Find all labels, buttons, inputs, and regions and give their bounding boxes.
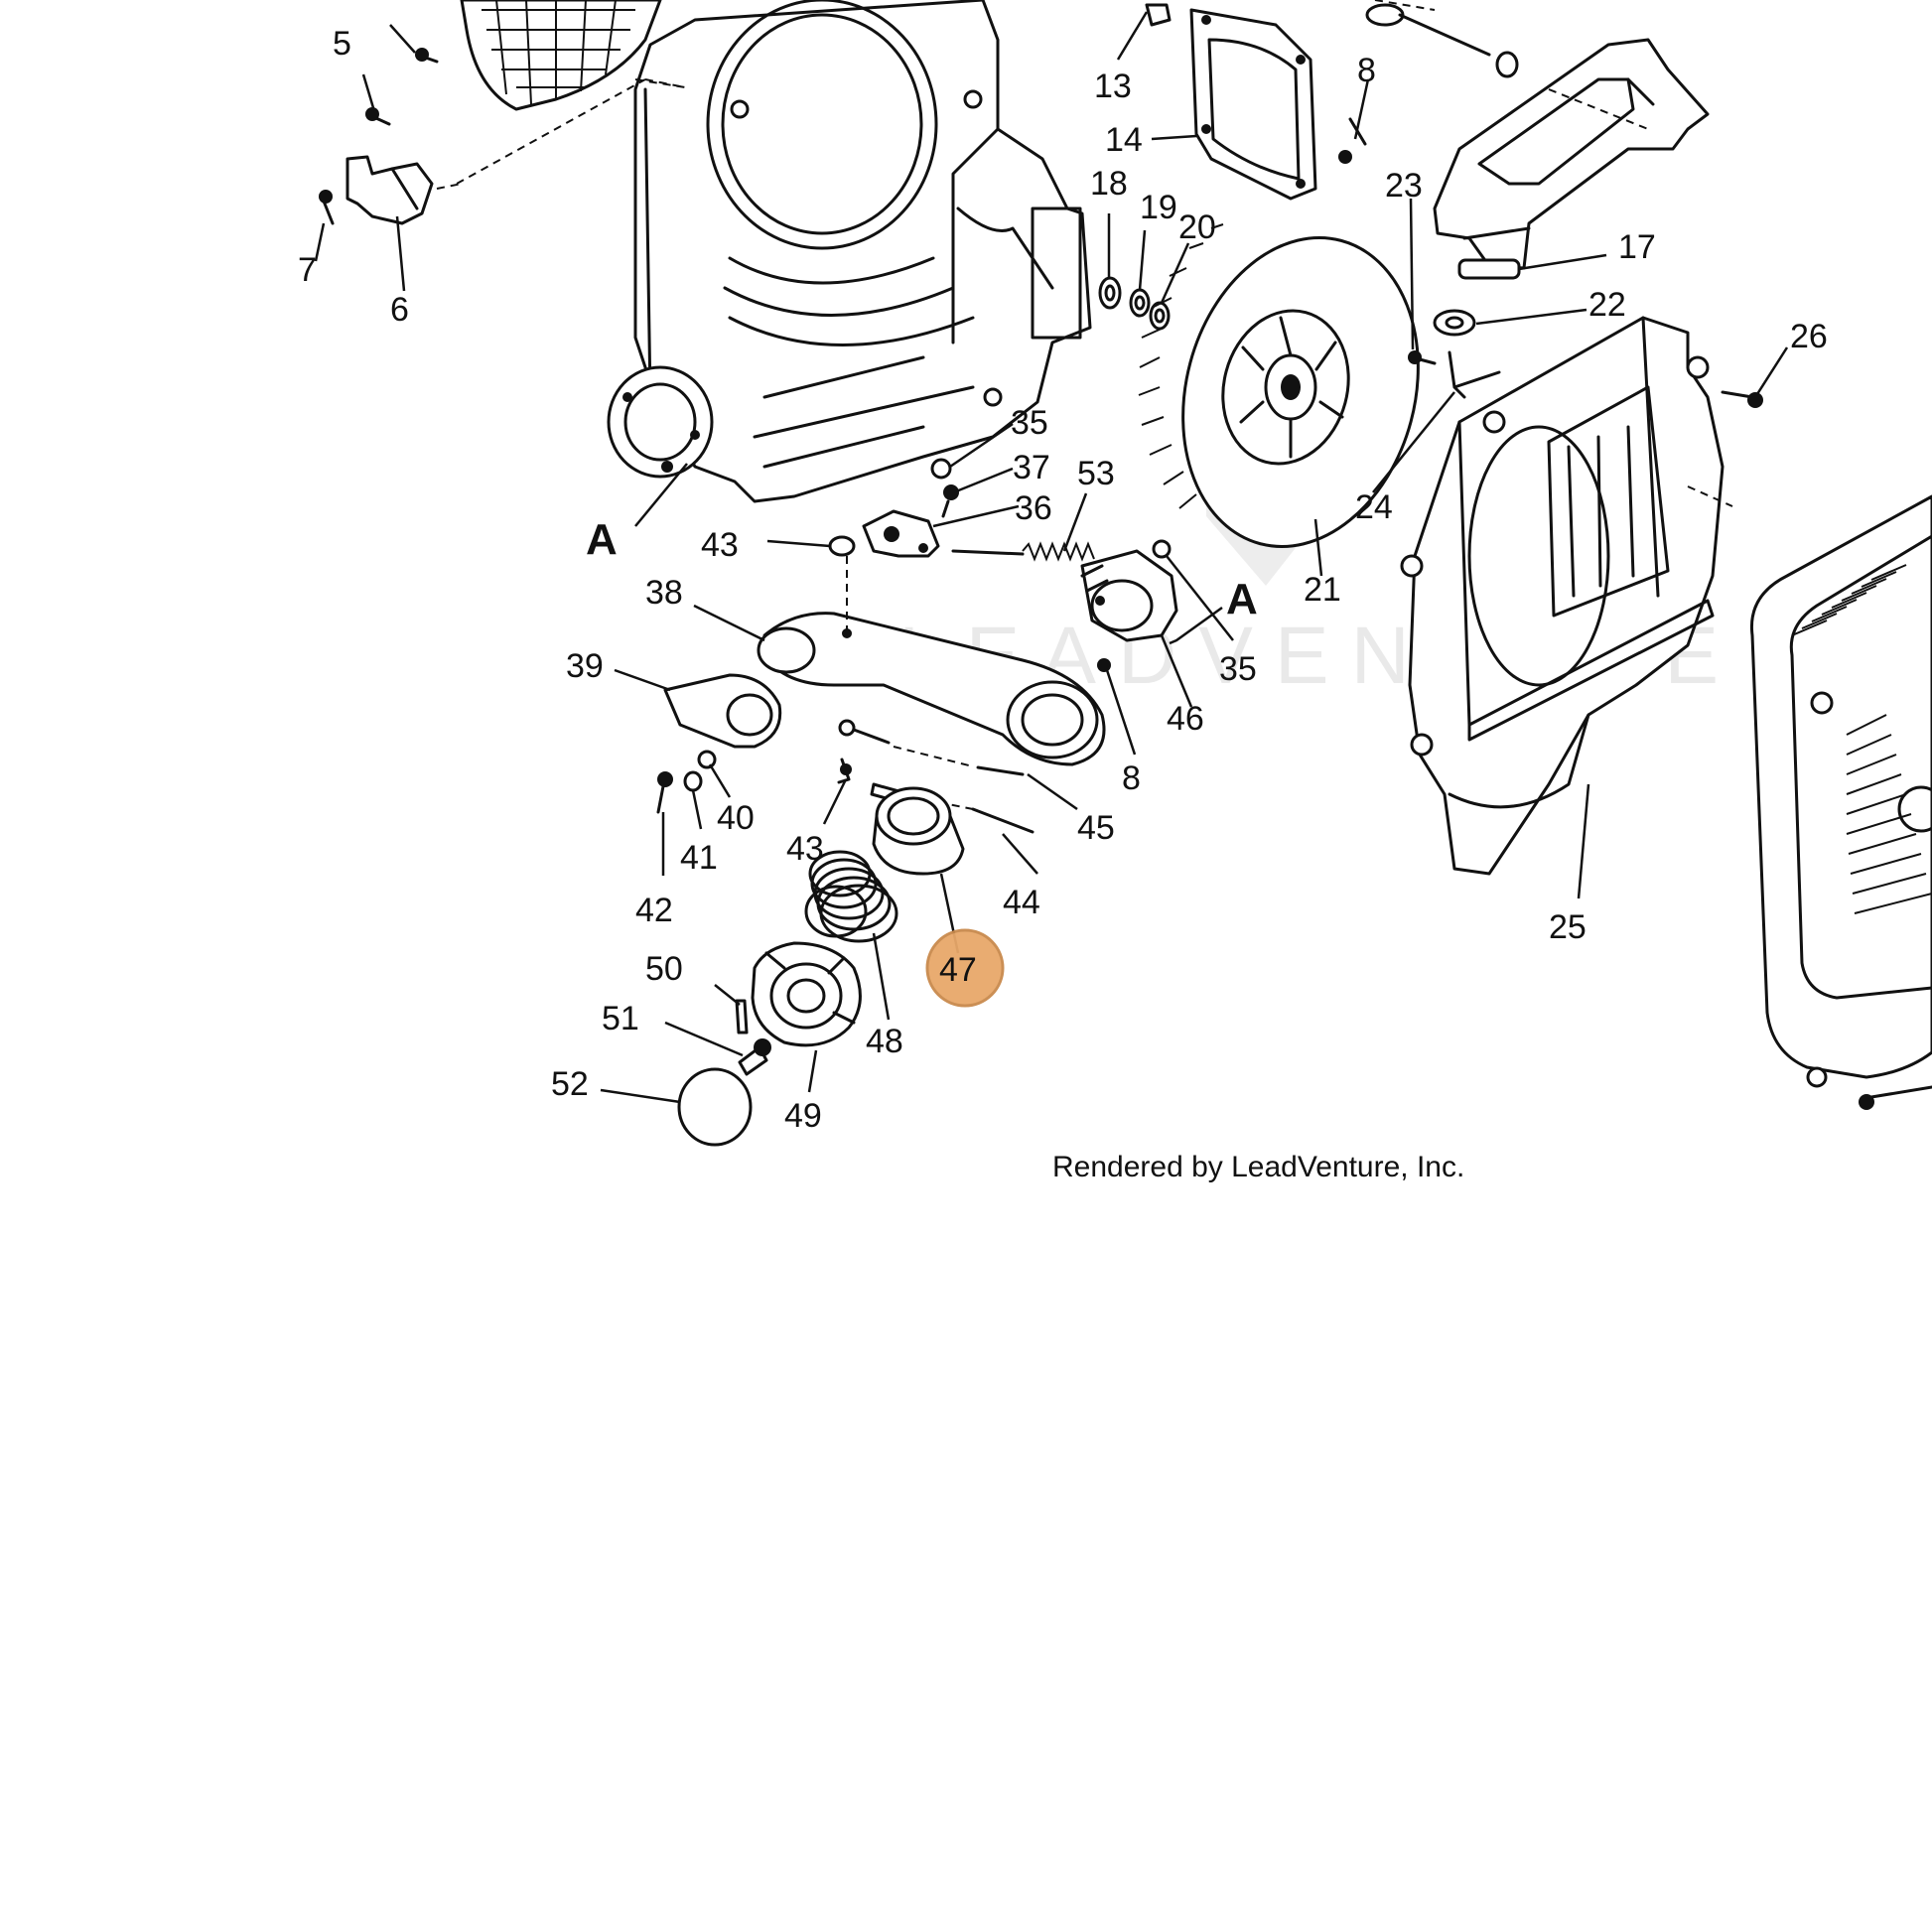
cap-part-52 [677, 1067, 753, 1147]
throttle-bracket-part-36 [862, 509, 940, 558]
callout-6: 6 [390, 291, 409, 329]
callout-21: 21 [1304, 571, 1341, 609]
washers-18-19-20 [1098, 276, 1171, 331]
render-credit: Rendered by LeadVenture, Inc. [1052, 1151, 1464, 1183]
washer-part-41 [683, 770, 703, 792]
callout-19: 19 [1140, 189, 1177, 226]
callout-22: 22 [1588, 286, 1626, 324]
engine-cover-grille [460, 0, 662, 111]
rear-case-part-25 [1400, 316, 1733, 876]
nut-part-13 [1145, 3, 1172, 27]
bolt-part-5 [365, 48, 439, 126]
screw-part-8-lower [1097, 658, 1111, 672]
throttle-drum-part-46 [1080, 549, 1178, 642]
callout-20: 20 [1178, 208, 1216, 246]
callout-40: 40 [717, 799, 755, 837]
callout-35-lower: 35 [1219, 650, 1257, 688]
callout-26: 26 [1790, 318, 1828, 355]
bolt-part-51 [738, 1038, 771, 1076]
callout-38: 38 [645, 574, 683, 612]
seal-part-22 [1433, 309, 1476, 337]
callout-43-lower: 43 [786, 830, 824, 868]
callout-18: 18 [1090, 165, 1128, 203]
callout-23: 23 [1385, 167, 1423, 205]
muffler-cover [1749, 494, 1932, 1110]
callout-14: 14 [1105, 121, 1143, 159]
callout-35-top: 35 [1011, 404, 1048, 442]
bolt-part-23 [1408, 350, 1437, 365]
callout-25: 25 [1549, 908, 1587, 946]
spring-part-48 [804, 850, 898, 943]
callout-17: 17 [1618, 228, 1656, 266]
lever-arm-part-38 [757, 556, 1106, 766]
callout-labels: 5 7 6 13 14 8 18 19 20 23 17 22 26 21 24… [298, 25, 1828, 1135]
gasket-part-14 [1189, 8, 1317, 201]
callout-45: 45 [1077, 809, 1115, 847]
bolt-part-8-upper [1338, 117, 1367, 164]
screw-part-37 [941, 484, 959, 518]
sleeve-part-47 [872, 786, 965, 876]
callout-50: 50 [645, 950, 683, 988]
callout-37: 37 [1013, 449, 1050, 486]
callout-13: 13 [1094, 68, 1132, 105]
callout-53: 53 [1077, 455, 1115, 492]
highlight-marker [925, 928, 1005, 1008]
knob-part-49 [751, 941, 862, 1047]
callout-A-right: A [1226, 575, 1258, 623]
nut-part-43-upper [828, 535, 856, 557]
flywheel-fan-part-21 [1138, 223, 1420, 548]
bolt-part-26 [1721, 390, 1763, 408]
screw-part-42 [656, 771, 673, 814]
pin-part-50 [735, 999, 749, 1035]
callout-42: 42 [635, 892, 673, 929]
callout-47: 47 [939, 951, 977, 989]
bolt-part-7 [319, 190, 335, 225]
cable-part-45 [838, 719, 1025, 776]
callout-46: 46 [1167, 700, 1204, 738]
nut-part-35-upper [930, 458, 952, 480]
callout-7: 7 [298, 251, 317, 289]
callout-51: 51 [602, 1000, 639, 1037]
callout-39: 39 [566, 647, 604, 685]
shroud-flange [607, 365, 714, 479]
shaft-assembly [1365, 3, 1519, 78]
callout-44: 44 [1003, 884, 1040, 921]
callout-36: 36 [1015, 489, 1052, 527]
callout-8-top: 8 [1357, 52, 1376, 89]
spring-part-53 [951, 541, 1095, 562]
callout-52: 52 [551, 1065, 589, 1103]
grip-part-39 [663, 673, 782, 749]
fan-shroud-housing [633, 0, 1092, 503]
clip-part-43-lower [837, 758, 852, 784]
callout-8-lower: 8 [1122, 759, 1141, 797]
nut-part-35-lower [1152, 539, 1172, 559]
callout-43-upper: 43 [701, 526, 739, 564]
bracket-part-6 [345, 155, 434, 225]
callout-24: 24 [1355, 488, 1393, 526]
screw-part-40 [697, 750, 717, 769]
handle-part-17 [1374, 0, 1710, 280]
callout-5: 5 [333, 25, 351, 63]
callout-A-left: A [586, 515, 618, 564]
callout-41: 41 [680, 839, 718, 877]
callout-48: 48 [866, 1023, 903, 1060]
clip-part-24 [1448, 350, 1501, 399]
callout-49: 49 [784, 1097, 822, 1135]
